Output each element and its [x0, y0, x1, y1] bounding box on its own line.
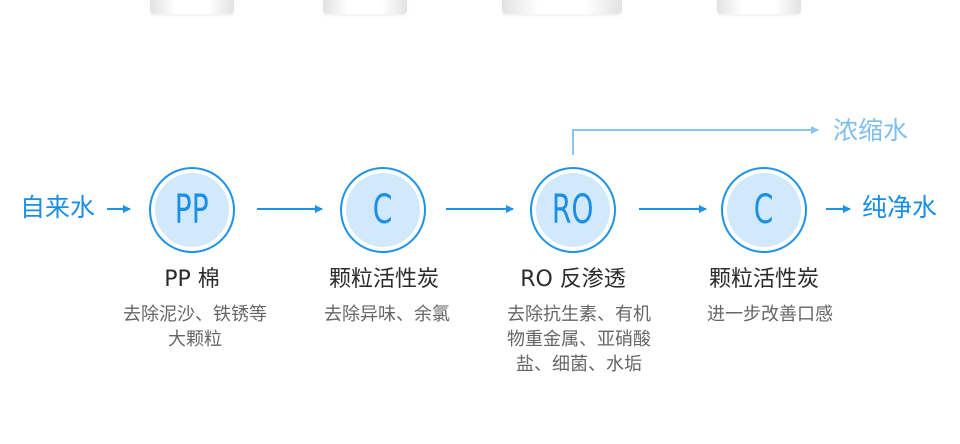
stage-carbon-circle: C — [340, 167, 426, 253]
stage-ro-circle: RO — [530, 167, 616, 253]
product-thumbnail — [502, 0, 622, 14]
input-label: 自来水 — [20, 193, 96, 222]
stage-code: C — [754, 187, 774, 233]
stage-name: RO 反渗透 — [520, 267, 626, 292]
stage-desc-line: 进一步改善口感 — [707, 304, 833, 325]
stage-desc-line: 物重金属、亚硝酸 — [507, 329, 651, 350]
stage-carbon-circle: C — [721, 167, 807, 253]
stage-desc-line: 盐、细菌、水垢 — [516, 354, 642, 375]
stage-code: C — [373, 187, 393, 233]
stage-code: RO — [552, 187, 594, 233]
stage-description: 去除异味、余氯 — [287, 302, 487, 327]
stage-description: 进一步改善口感 — [670, 302, 870, 327]
stage-name: PP 棉 — [164, 267, 220, 292]
stage-description: 去除泥沙、铁锈等 大颗粒 — [95, 302, 295, 352]
stage-desc-line: 去除抗生素、有机 — [507, 304, 651, 325]
arrow-concentrate — [572, 126, 819, 155]
stage-code: PP — [175, 187, 209, 233]
output-label: 纯净水 — [862, 193, 938, 222]
concentrate-label: 浓缩水 — [833, 116, 909, 145]
stage-desc-line: 大颗粒 — [168, 329, 222, 350]
stage-pp-circle: PP — [149, 167, 235, 253]
product-thumbnail — [717, 0, 801, 14]
stage-name: 颗粒活性炭 — [708, 267, 819, 292]
stage-desc-line: 去除异味、余氯 — [324, 304, 450, 325]
stage-desc-line: 去除泥沙、铁锈等 — [123, 304, 267, 325]
stage-description: 去除抗生素、有机 物重金属、亚硝酸 盐、细菌、水垢 — [479, 302, 679, 377]
stage-name: 颗粒活性炭 — [328, 267, 439, 292]
product-thumbnail — [323, 0, 407, 14]
product-thumbnail — [150, 0, 234, 14]
